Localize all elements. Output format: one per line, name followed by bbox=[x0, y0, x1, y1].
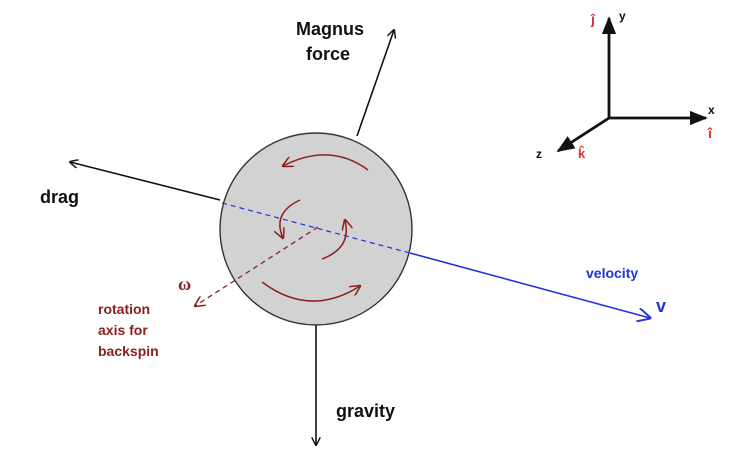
x-axis-label: x bbox=[708, 103, 715, 117]
spin-arrow-top bbox=[283, 154, 369, 171]
magnus-label-line2: force bbox=[306, 44, 350, 64]
drag-arrow bbox=[70, 162, 221, 201]
magnus-force-arrow bbox=[356, 30, 394, 137]
drag-label: drag bbox=[40, 187, 79, 207]
rotation-label-line1: rotation bbox=[98, 301, 150, 317]
spin-arrow-bottom bbox=[261, 281, 360, 302]
i-hat-label: î bbox=[707, 125, 713, 141]
rotation-axis-dashed bbox=[195, 226, 319, 306]
velocity-symbol: v bbox=[656, 296, 666, 316]
omega-label: ω bbox=[178, 274, 191, 294]
spin-arrow-left bbox=[280, 199, 301, 238]
spin-arrow-right bbox=[321, 220, 346, 260]
gravity-label: gravity bbox=[336, 401, 395, 421]
rotation-label-line3: backspin bbox=[98, 343, 159, 359]
rotation-label-line2: axis for bbox=[98, 322, 148, 338]
magnus-label-line1: Magnus bbox=[296, 19, 364, 39]
j-hat-label: ĵ bbox=[590, 11, 596, 27]
z-axis-arrow bbox=[556, 116, 610, 153]
velocity-line-dashed bbox=[221, 202, 411, 254]
k-hat-label: k̂ bbox=[578, 146, 586, 161]
velocity-arrow bbox=[409, 252, 650, 318]
y-axis-label: y bbox=[619, 9, 626, 23]
velocity-label: velocity bbox=[586, 265, 638, 281]
z-axis-label: z bbox=[536, 147, 542, 161]
coordinate-axes: y x z ĵ î k̂ bbox=[536, 9, 715, 161]
